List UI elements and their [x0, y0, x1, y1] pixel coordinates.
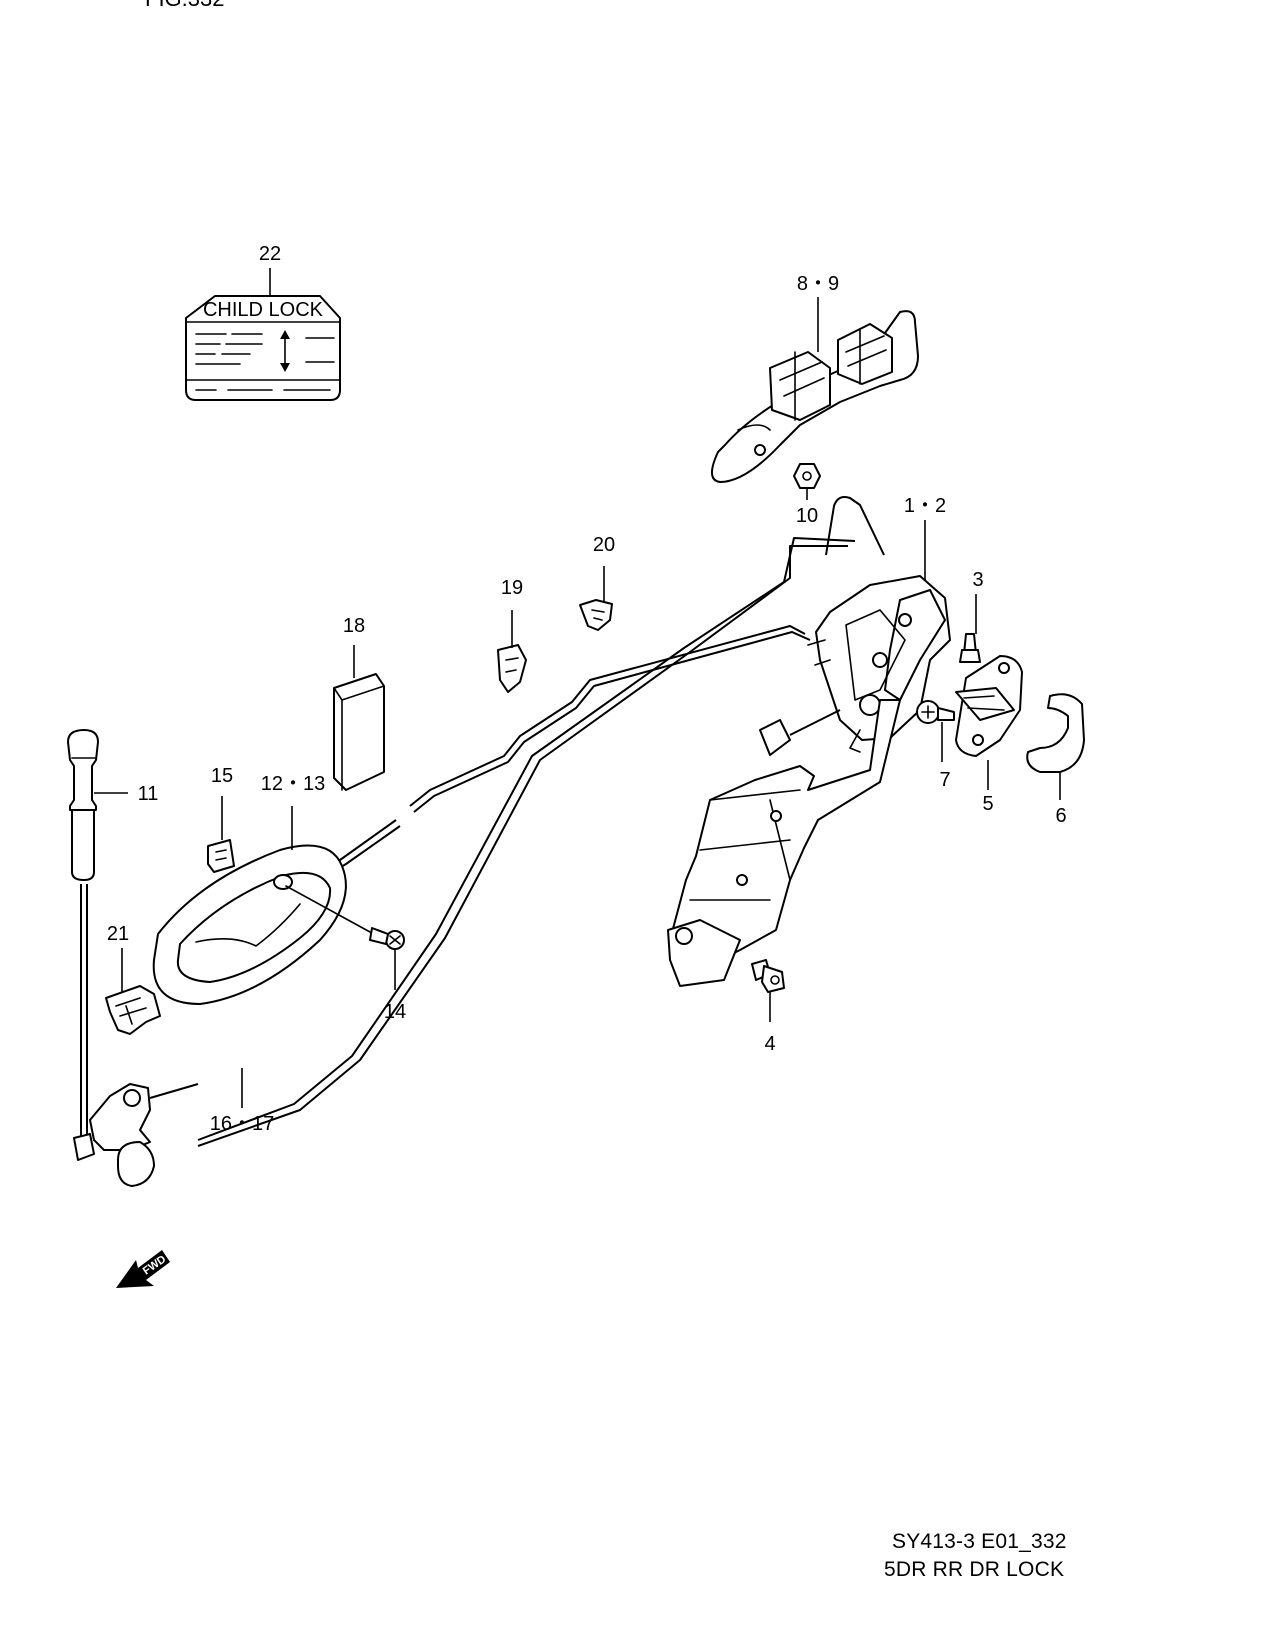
part-1-2-door-lock-assembly[interactable]	[759, 575, 951, 756]
callout-20: 20	[593, 534, 615, 556]
callout-10: 10	[796, 505, 818, 527]
rod-latch-top[interactable]	[825, 496, 885, 556]
callout-16-17: 16・17	[210, 1113, 275, 1135]
part-7-screw[interactable]	[916, 700, 955, 724]
part-18-pad[interactable]	[333, 673, 385, 791]
child-lock-arrow-icon	[280, 330, 290, 372]
part-lower-lever-linkage[interactable]	[73, 1083, 199, 1187]
callout-18: 18	[343, 615, 365, 637]
callout-7: 7	[939, 769, 950, 791]
part-14-screw[interactable]	[285, 885, 405, 950]
part-11-lock-knob[interactable]	[67, 729, 99, 881]
callout-5: 5	[982, 793, 993, 815]
diagram-code: SY413-3 E01_332	[892, 1530, 1067, 1553]
child-lock-label-lines	[195, 333, 335, 391]
diagram-title: 5DR RR DR LOCK	[884, 1558, 1065, 1581]
callout-1-2: 1・2	[904, 495, 946, 517]
part-20-clip[interactable]	[579, 599, 613, 631]
part-10-nut[interactable]	[793, 463, 821, 489]
callout-14: 14	[384, 1001, 406, 1023]
callout-15: 15	[211, 765, 233, 787]
part-3-screw[interactable]	[959, 633, 981, 663]
rod-long-upper[interactable]	[197, 537, 856, 1147]
part-4-bolt[interactable]	[751, 959, 785, 993]
rod-vertical-11[interactable]	[80, 884, 88, 1150]
callout-4: 4	[764, 1033, 775, 1055]
part-15-clip[interactable]	[207, 839, 235, 873]
callout-19: 19	[501, 577, 523, 599]
fwd-direction-arrow-icon: FWD	[116, 1250, 170, 1288]
callout-21: 21	[107, 923, 129, 945]
child-lock-label-title: CHILD LOCK	[203, 299, 324, 321]
callout-12-13: 12・13	[261, 773, 326, 795]
callout-11: 11	[138, 783, 159, 805]
callout-3: 3	[972, 569, 983, 591]
part-5-striker[interactable]	[955, 655, 1023, 757]
part-22-child-lock-label[interactable]: CHILD LOCK	[185, 295, 341, 401]
callout-22: 22	[259, 243, 281, 265]
part-19-clip[interactable]	[497, 644, 527, 693]
rod-long-middle[interactable]	[409, 625, 811, 813]
part-12-13-inside-handle[interactable]	[152, 844, 347, 1005]
callout-8-9: 8・9	[797, 273, 839, 295]
part-door-lock-actuator-housing[interactable]	[667, 699, 901, 987]
part-6-gasket[interactable]	[1026, 693, 1085, 773]
figure-header-fragment: FIG.332	[145, 0, 224, 12]
callout-6: 6	[1055, 805, 1066, 827]
part-8-9-outside-handle[interactable]	[711, 310, 919, 483]
part-21-clip[interactable]	[105, 985, 161, 1035]
